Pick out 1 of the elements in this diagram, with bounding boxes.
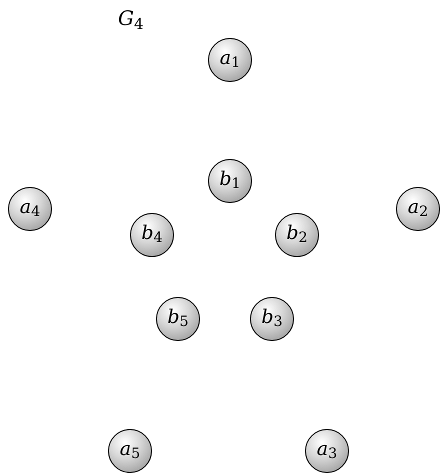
graph-title: G$_{4}$	[118, 8, 144, 28]
